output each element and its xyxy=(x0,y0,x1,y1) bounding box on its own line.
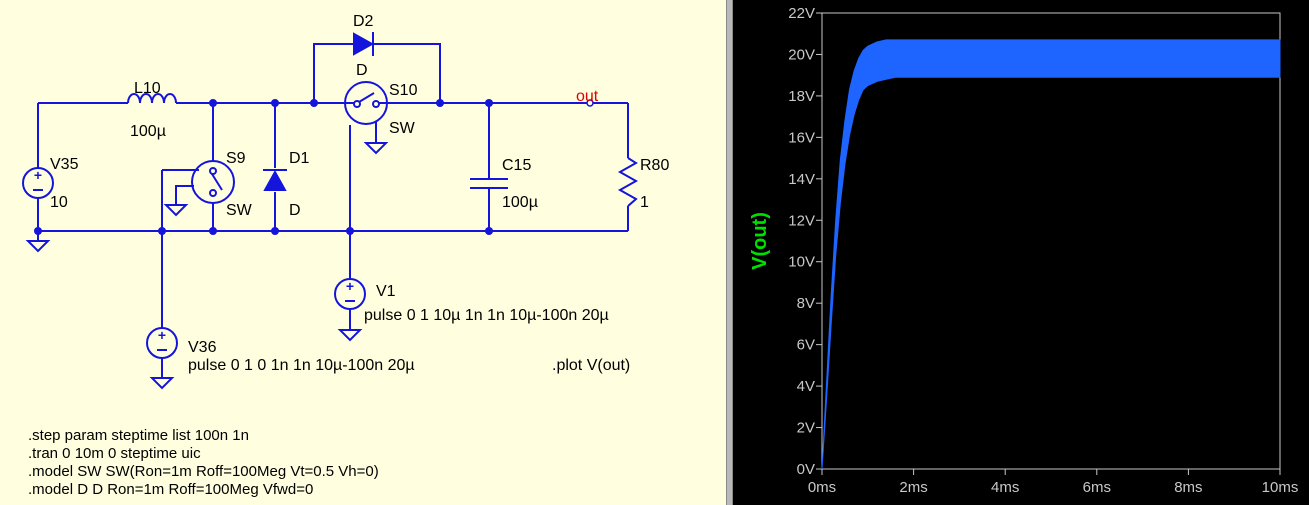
S10-value: SW xyxy=(389,120,416,137)
y-axis-ticks: 0V 2V 4V 6V 8V 10V 12V 14V 16V 18V 20V 22V xyxy=(788,5,822,478)
V35-value: 10 xyxy=(50,194,68,211)
waveform-pane[interactable]: 0V 2V 4V 6V 8V 10V 12V 14V 16V 18V 20V 22V 0ms 2ms 4m… xyxy=(733,0,1309,505)
directive-tran: .tran 0 10m 0 steptime uic xyxy=(28,445,201,462)
spice-directives[interactable]: .step param steptime list 100n 1n .tran … xyxy=(28,427,379,498)
y-tick-label: 8V xyxy=(797,295,815,312)
R80-name: R80 xyxy=(640,157,669,174)
y-tick-label: 10V xyxy=(788,254,815,271)
x-tick-label: 8ms xyxy=(1174,479,1202,496)
voltage-source-V1[interactable]: + V1 pulse 0 1 10µ 1n 1n 10µ-100n 20µ xyxy=(334,278,609,324)
L10-value: 100µ xyxy=(130,123,166,140)
D1-name: D1 xyxy=(289,150,310,167)
wires[interactable] xyxy=(37,43,629,378)
y-tick-label: 22V xyxy=(788,5,815,22)
svg-text:+: + xyxy=(346,278,354,294)
diode-D2[interactable]: D2 D xyxy=(353,13,375,79)
x-tick-label: 6ms xyxy=(1083,479,1111,496)
resistor-R80[interactable]: R80 1 xyxy=(617,157,669,211)
x-tick-label: 10ms xyxy=(1262,479,1299,496)
y-tick-label: 0V xyxy=(797,461,815,478)
y-axis-trace-label[interactable]: V(out) xyxy=(749,212,771,270)
V36-name: V36 xyxy=(188,339,217,356)
svg-text:+: + xyxy=(34,167,42,183)
S9-name: S9 xyxy=(226,150,246,167)
diode-D1[interactable]: D1 D xyxy=(263,150,310,219)
plot-frame xyxy=(821,12,1281,470)
junction-dots xyxy=(34,99,594,235)
trace-V-out-band[interactable] xyxy=(821,39,1281,470)
S10-name: S10 xyxy=(389,82,418,99)
S9-value: SW xyxy=(226,202,253,219)
y-tick-label: 2V xyxy=(797,420,815,437)
switch-S10[interactable]: S10 SW xyxy=(344,81,418,155)
y-tick-label: 12V xyxy=(788,212,815,229)
R80-value: 1 xyxy=(640,194,649,211)
x-axis-ticks: 0ms 2ms 4ms 6ms 8ms 10ms xyxy=(808,469,1299,496)
x-tick-label: 2ms xyxy=(899,479,927,496)
y-tick-label: 14V xyxy=(788,171,815,188)
switch-S9[interactable]: S9 SW xyxy=(176,150,253,219)
D1-value: D xyxy=(289,202,301,219)
svg-text:+: + xyxy=(158,327,166,343)
V35-name: V35 xyxy=(50,156,79,173)
y-tick-label: 6V xyxy=(797,337,815,354)
x-tick-label: 0ms xyxy=(808,479,836,496)
schematic-canvas[interactable]: L10 100µ D2 D S10 SW xyxy=(0,0,726,505)
y-tick-label: 20V xyxy=(788,46,815,63)
ground-symbols xyxy=(25,185,363,390)
V1-name: V1 xyxy=(376,283,396,300)
y-tick-label: 4V xyxy=(797,378,815,395)
y-tick-label: 18V xyxy=(788,88,815,105)
V36-value: pulse 0 1 0 1n 1n 10µ-100n 20µ xyxy=(188,357,415,374)
capacitor-C15[interactable]: C15 100µ xyxy=(470,157,538,211)
schematic-pane[interactable]: L10 100µ D2 D S10 SW xyxy=(0,0,726,505)
directive-model-d: .model D D Ron=1m Roff=100Meg Vfwd=0 xyxy=(28,481,313,498)
C15-name: C15 xyxy=(502,157,531,174)
C15-value: 100µ xyxy=(502,194,538,211)
x-tick-label: 4ms xyxy=(991,479,1019,496)
voltage-source-V36[interactable]: + V36 pulse 0 1 0 1n 1n 10µ-100n 20µ xyxy=(146,327,415,374)
net-label-out[interactable]: out xyxy=(576,88,599,105)
directive-model-sw: .model SW SW(Ron=1m Roff=100Meg Vt=0.5 V… xyxy=(28,463,379,480)
voltage-source-V35[interactable]: + V35 10 xyxy=(22,156,79,211)
D2-value: D xyxy=(356,62,368,79)
D2-name: D2 xyxy=(353,13,374,30)
inductor-L10[interactable]: L10 100µ xyxy=(127,80,177,140)
L10-name: L10 xyxy=(134,80,161,97)
plot-directive[interactable]: .plot V(out) xyxy=(552,357,630,374)
directive-step: .step param steptime list 100n 1n xyxy=(28,427,249,444)
waveform-plot[interactable]: 0V 2V 4V 6V 8V 10V 12V 14V 16V 18V 20V 22V 0ms 2ms 4m… xyxy=(733,0,1309,505)
pane-splitter[interactable] xyxy=(726,0,733,505)
V1-value: pulse 0 1 10µ 1n 1n 10µ-100n 20µ xyxy=(364,307,609,324)
y-tick-label: 16V xyxy=(788,129,815,146)
